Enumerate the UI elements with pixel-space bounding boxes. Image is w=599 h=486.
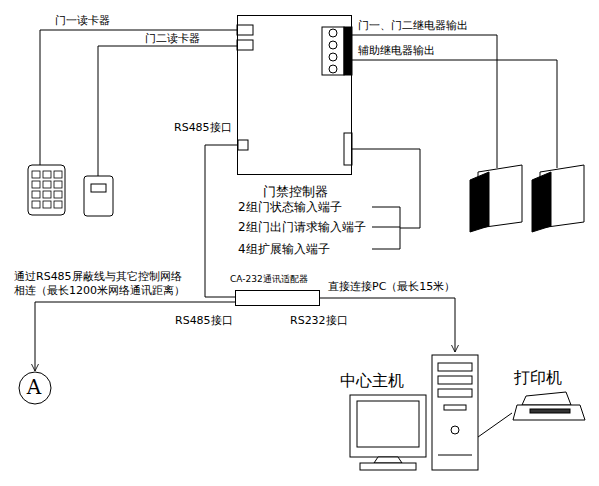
- connector: [478, 413, 512, 437]
- doors: [470, 165, 584, 232]
- card-slot: [91, 184, 106, 192]
- relay-label: 门一、门二继电器输出: [358, 19, 468, 33]
- printer: 打印机: [512, 368, 587, 423]
- terminal-label: 2组门出门请求输入端子: [238, 220, 366, 235]
- relay-wire: [352, 60, 557, 168]
- power-button: [451, 426, 459, 434]
- relay-terminal: [329, 41, 337, 49]
- drive-bay: [444, 405, 466, 410]
- relay-terminal: [329, 53, 337, 61]
- tower-line: [438, 455, 472, 456]
- reader-label: 门一读卡器: [55, 14, 110, 28]
- port-label: RS485接口: [174, 121, 232, 135]
- drive-bay: [438, 376, 472, 384]
- printer-paper: [522, 392, 571, 405]
- screen: [357, 401, 419, 447]
- reader-wire: [98, 46, 237, 176]
- printer: [513, 392, 585, 420]
- relay-wire: [352, 35, 497, 168]
- port-label: RS232接口: [290, 314, 348, 328]
- drive-bay: [438, 363, 472, 371]
- tower: [432, 355, 478, 470]
- relay-terminal: [329, 29, 337, 37]
- host-computer: 中心主机: [335, 352, 480, 475]
- printer-body: [513, 405, 585, 420]
- monitor-base: [360, 463, 416, 470]
- door-leaf: [470, 172, 489, 232]
- node-text: 中心主机: [340, 371, 404, 390]
- node-text: 打印机: [514, 368, 562, 387]
- link-note: 直接连接PC（最长15米）: [328, 280, 455, 294]
- relay-terminal: [329, 65, 337, 73]
- terminal-circle: A: [18, 371, 52, 405]
- connector: [35, 302, 235, 371]
- card-reader: [84, 176, 113, 216]
- relay-bar: [344, 27, 352, 75]
- node-text: A: [27, 375, 41, 399]
- terminal-label: 2组门状态输入端子: [238, 200, 342, 215]
- keypad-reader: [28, 165, 65, 215]
- card-readers: [28, 165, 113, 216]
- drive-bay: [438, 389, 472, 397]
- monitor: [350, 395, 426, 457]
- circle-outline: [19, 372, 51, 404]
- network-note: 通过RS485屏蔽线与其它控制网络 相连（最长1200米网络通讯距离）: [14, 270, 192, 298]
- rs485-port: [238, 140, 248, 150]
- door-leaf: [532, 172, 551, 232]
- controller-box: 门禁控制器: [237, 15, 352, 175]
- input-terminal: [344, 133, 352, 165]
- wires: [40, 30, 557, 249]
- port-label: RS485接口: [175, 314, 233, 328]
- converter-box: CA-232通讯适配器: [235, 290, 320, 306]
- node-text: 门禁控制器: [263, 184, 328, 200]
- reader-label: 门二读卡器: [145, 32, 200, 46]
- terminal-label: 4组扩展输入端子: [238, 242, 330, 257]
- controller-parts: [237, 25, 352, 165]
- monitor-stand: [374, 457, 402, 463]
- printer-slot: [530, 409, 570, 413]
- keypad-keys: [31, 170, 64, 210]
- reader-port: [237, 40, 253, 50]
- node-text: CA-232通讯适配器: [230, 274, 308, 285]
- reader-port: [237, 25, 253, 35]
- relay-block: [322, 27, 344, 75]
- relay-label: 辅助继电器输出: [358, 44, 435, 58]
